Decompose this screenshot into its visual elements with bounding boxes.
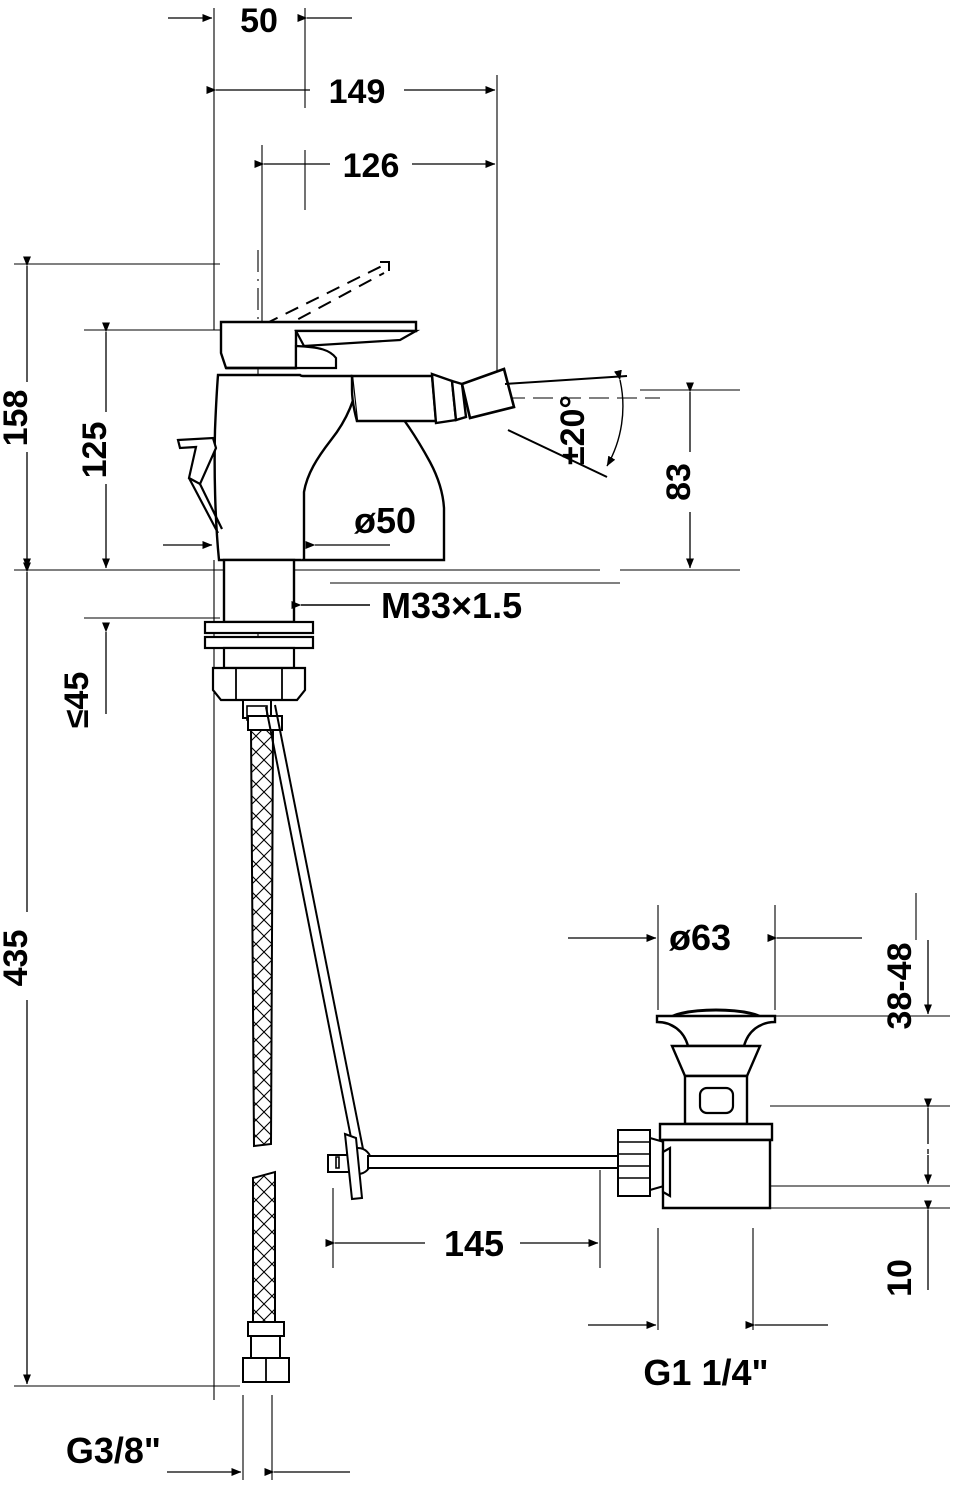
aerator xyxy=(430,367,516,425)
dimension-10: 10 xyxy=(881,1200,932,1297)
dimension-149: 149 xyxy=(206,73,496,111)
pop-up-rod-linkage xyxy=(265,704,665,1201)
dimension-145: 145 xyxy=(325,1223,599,1264)
lever-open-position-indicator xyxy=(264,263,387,331)
dimension-50-label: 50 xyxy=(240,2,278,40)
flex-hose-upper xyxy=(249,729,275,1148)
dimension-angle-20-label: ±20° xyxy=(554,395,592,465)
hose-end-fitting xyxy=(242,1321,290,1383)
dimension-50: 50 xyxy=(168,2,352,40)
dimension-83: 83 xyxy=(660,382,698,569)
lever-handle xyxy=(219,320,421,370)
dimension-dia50-label: ø50 xyxy=(354,500,416,541)
dimension-126: 126 xyxy=(254,147,496,185)
dimension-dia63-label: ø63 xyxy=(669,917,731,958)
dimension-435-label: 435 xyxy=(0,930,35,987)
dimension-435: 435 xyxy=(0,562,35,1385)
dimension-38-48-label: 38-48 xyxy=(881,943,919,1030)
dimension-dia63: ø63 xyxy=(568,917,862,958)
flex-hose-lower xyxy=(252,1170,276,1335)
extension-lines xyxy=(14,8,950,1480)
dimension-thread: M33×1.5 xyxy=(291,585,522,626)
dimension-angle-20: ±20° xyxy=(504,369,628,478)
dimension-g3-8: G3/8" xyxy=(66,1430,350,1476)
threaded-shank xyxy=(203,558,315,670)
dimension-dia50: ø50 xyxy=(163,500,416,549)
lever-open-position-marker xyxy=(380,261,390,271)
dimension-thread-label: M33×1.5 xyxy=(381,585,522,626)
dimension-45-max: ≤45 xyxy=(58,622,110,728)
dimension-38-48: 38-48 xyxy=(881,940,932,1030)
mounting-nut xyxy=(211,666,307,702)
dimension-125: 125 xyxy=(76,322,114,569)
dimension-149-label: 149 xyxy=(329,73,386,111)
dimension-125-label: 125 xyxy=(76,422,114,479)
dimension-g3-8-label: G3/8" xyxy=(66,1430,161,1471)
dimension-83-label: 83 xyxy=(660,463,698,501)
dimension-g1-1-4-label: G1 1/4" xyxy=(643,1352,768,1393)
dimension-145-label: 145 xyxy=(444,1223,504,1264)
dimension-126-label: 126 xyxy=(343,147,400,185)
dimension-158-label: 158 xyxy=(0,390,35,447)
dimension-45-max-label: ≤45 xyxy=(58,672,96,728)
pop-up-lever xyxy=(176,436,223,534)
dimension-10-label: 10 xyxy=(881,1259,919,1297)
dimension-158: 158 xyxy=(0,256,35,569)
spout-arm xyxy=(350,374,438,423)
pop-up-waste xyxy=(655,1008,777,1210)
dimension-g1-1-4: G1 1/4" xyxy=(588,1321,828,1393)
